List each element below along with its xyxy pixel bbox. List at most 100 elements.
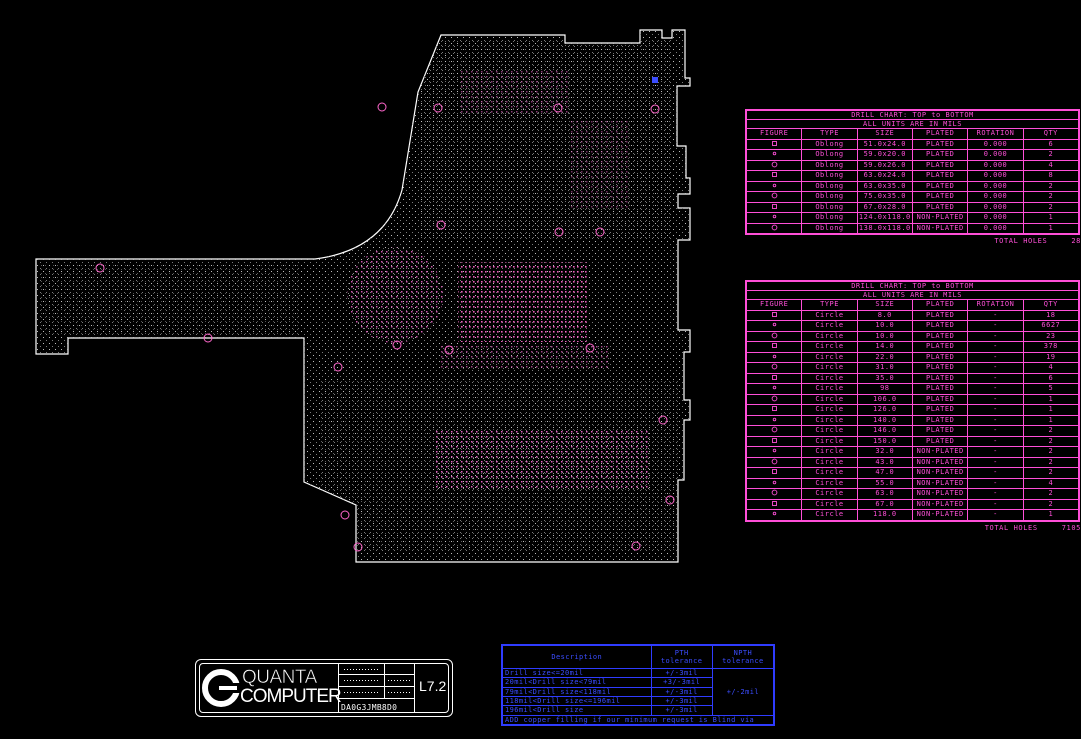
row-size: 118.0: [856, 509, 913, 521]
row-size: 22.0: [856, 351, 913, 363]
row-qty: 8: [1022, 170, 1080, 182]
tolerance-header-row: Description PTH tolerance NPTH tolerance: [502, 645, 775, 669]
circle-figure-icon: [771, 363, 778, 370]
row-rotation: -: [967, 404, 1024, 416]
row-qty: 6: [1022, 372, 1080, 384]
row-plated: PLATED: [911, 341, 969, 353]
revision-label: L7.2: [419, 678, 447, 694]
row-rotation: 0.000: [967, 149, 1024, 161]
circle-figure-icon: [772, 512, 776, 516]
row-qty: 1: [1022, 393, 1080, 405]
row-qty: 18: [1022, 309, 1080, 321]
mounting-hole: [353, 542, 363, 552]
row-size: 63.0x24.0: [856, 170, 913, 182]
row-type: Circle: [801, 414, 858, 426]
row-figure: [745, 170, 803, 182]
circle-figure-icon: [771, 406, 777, 412]
row-rotation: -: [967, 393, 1024, 405]
row-plated: PLATED: [911, 351, 969, 363]
row-figure: [745, 467, 803, 479]
row-qty: 2: [1022, 488, 1080, 500]
circle-figure-icon: [771, 458, 778, 465]
title-block-divider: [414, 664, 415, 712]
row-type: Oblong: [801, 212, 858, 224]
row-figure: [745, 488, 803, 500]
drill-chart-subtitle: ALL UNITS ARE IN MILS: [746, 119, 1079, 129]
tolerance-note-row: ADD copper filling if our minimum reques…: [502, 714, 774, 726]
oblong-figure-icon: [772, 183, 776, 187]
row-size: 67.0: [856, 498, 913, 510]
title-block-frame: [199, 663, 449, 713]
mounting-hole: [650, 104, 660, 114]
row-size: 35.0: [856, 372, 913, 384]
row-type: Circle: [801, 488, 858, 500]
row-size: 98: [856, 383, 913, 395]
row-rotation: 0.000: [967, 212, 1024, 224]
row-rotation: 0.000: [967, 191, 1024, 203]
row-plated: PLATED: [911, 320, 969, 332]
title-block: QUANTA COMPUTER L7.2 DA0G3JMB8D0: [195, 659, 453, 717]
row-qty: 1: [1022, 222, 1080, 234]
row-qty: 1: [1022, 509, 1080, 521]
mounting-hole: [585, 343, 595, 353]
row-figure: [745, 435, 803, 447]
row-type: Circle: [801, 351, 858, 363]
brand-line-1: QUANTA: [242, 667, 318, 689]
mounting-hole: [554, 227, 564, 237]
oblong-figure-icon: [772, 215, 776, 219]
row-plated: PLATED: [911, 435, 969, 447]
row-plated: PLATED: [911, 425, 969, 437]
drill-chart-title: DRILL CHART: TOP to BOTTOM: [746, 110, 1079, 120]
row-rotation: -: [967, 309, 1024, 321]
row-type: Oblong: [801, 138, 858, 150]
row-type: Oblong: [801, 149, 858, 161]
circle-figure-icon: [772, 449, 776, 453]
circle-figure-icon: [771, 395, 778, 402]
circle-figure-icon: [771, 437, 777, 443]
row-size: 150.0: [856, 435, 913, 447]
header-description: Description: [502, 645, 652, 669]
title-block-divider: [338, 686, 414, 687]
row-plated: PLATED: [911, 170, 969, 182]
row-rotation: -: [967, 372, 1024, 384]
tolerance-note: ADD copper filling if our minimum reques…: [502, 714, 774, 726]
row-qty: 19: [1022, 351, 1080, 363]
drill-chart-subtitle: ALL UNITS ARE IN MILS: [746, 290, 1079, 300]
circle-figure-icon: [772, 480, 776, 484]
circle-figure-icon: [771, 311, 777, 317]
row-type: Circle: [801, 309, 858, 321]
row-rotation: -: [967, 362, 1024, 374]
row-qty: 2: [1022, 180, 1080, 192]
row-qty: 2: [1022, 191, 1080, 203]
row-plated: PLATED: [911, 180, 969, 192]
mounting-hole: [333, 362, 343, 372]
row-qty: 2: [1022, 435, 1080, 447]
row-type: Circle: [801, 509, 858, 521]
drill-chart-header-row: FIGURE TYPE SIZE PLATED ROTATION QTY: [745, 299, 1080, 311]
row-rotation: -: [967, 467, 1024, 479]
row-plated: NON-PLATED: [911, 467, 969, 479]
row-plated: NON-PLATED: [911, 456, 969, 468]
row-plated: NON-PLATED: [911, 477, 969, 489]
row-plated: NON-PLATED: [911, 446, 969, 458]
row-figure: [745, 149, 803, 161]
row-figure: [745, 351, 803, 363]
row-rotation: -: [967, 341, 1024, 353]
row-plated: PLATED: [911, 383, 969, 395]
row-figure: [745, 341, 803, 353]
part-number: DA0G3JMB8D0: [341, 703, 398, 712]
row-rotation: -: [967, 414, 1024, 426]
row-figure: [745, 456, 803, 468]
component-field: [36, 30, 690, 562]
row-qty: 6627: [1022, 320, 1080, 332]
row-size: 55.0: [856, 477, 913, 489]
